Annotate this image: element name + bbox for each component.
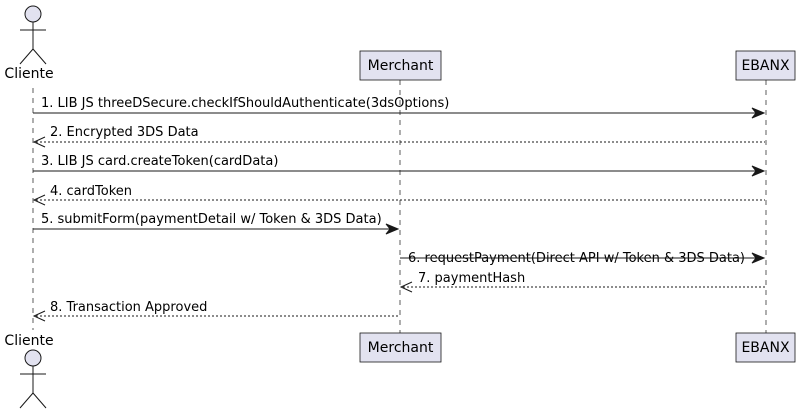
- message-4: 4. cardToken: [32, 184, 765, 206]
- message-label: 2. Encrypted 3DS Data: [50, 125, 199, 140]
- actor-cliente-top: Cliente: [4, 5, 54, 82]
- actor-leg-left: [19, 392, 34, 409]
- message-label: 3. LIB JS card.createToken(cardData): [41, 154, 278, 169]
- message-1: 1. LIB JS threeDSecure.checkIfShouldAuth…: [33, 96, 766, 119]
- actor-leg-right: [32, 48, 47, 65]
- message-8: 8. Transaction Approved: [32, 300, 399, 322]
- arrowhead-icon: [751, 165, 766, 177]
- message-label: 8. Transaction Approved: [50, 300, 207, 315]
- actor-leg-left: [19, 48, 34, 65]
- message-label: 5. submitForm(paymentDetail w/ Token & 3…: [41, 212, 382, 227]
- participant-label-ebanx-top: EBANX: [741, 58, 790, 74]
- participant-box: [359, 50, 442, 81]
- arrowhead-icon: [32, 310, 46, 322]
- participant-label-merchant-bottom: Merchant: [368, 340, 434, 356]
- actor-head: [24, 349, 42, 367]
- participant-label-cliente-top: Cliente: [4, 66, 53, 82]
- participant-box: [359, 332, 442, 363]
- arrowhead-icon: [32, 136, 46, 148]
- arrowhead-icon: [32, 194, 46, 206]
- participant-box: [735, 50, 796, 81]
- message-7: 7. paymentHash: [399, 271, 765, 293]
- actor-leg-right: [32, 392, 47, 409]
- arrowhead-icon: [399, 281, 413, 293]
- participant-merchant-bottom: Merchant: [359, 332, 442, 363]
- participant-box: [735, 332, 796, 363]
- message-5: 5. submitForm(paymentDetail w/ Token & 3…: [33, 212, 400, 235]
- participant-label-cliente-bottom: Cliente: [4, 333, 53, 349]
- message-6: 6. requestPayment(Direct API w/ Token & …: [400, 251, 766, 266]
- message-label: 4. cardToken: [50, 184, 132, 199]
- message-label: 7. paymentHash: [418, 271, 525, 286]
- actor-head: [24, 5, 42, 23]
- arrowhead-icon: [385, 223, 400, 235]
- participant-merchant-top: Merchant: [359, 50, 442, 81]
- participant-ebanx-bottom: EBANX: [735, 332, 796, 363]
- participant-ebanx-top: EBANX: [735, 50, 796, 81]
- participant-label-merchant-top: Merchant: [368, 58, 434, 74]
- arrowhead-icon: [751, 252, 766, 264]
- arrowhead-icon: [751, 107, 766, 119]
- participant-label-ebanx-bottom: EBANX: [741, 340, 790, 356]
- actor-cliente-bottom: Cliente: [4, 333, 54, 409]
- message-2: 2. Encrypted 3DS Data: [32, 125, 765, 148]
- message-3: 3. LIB JS card.createToken(cardData): [33, 154, 766, 177]
- message-label: 1. LIB JS threeDSecure.checkIfShouldAuth…: [41, 96, 449, 111]
